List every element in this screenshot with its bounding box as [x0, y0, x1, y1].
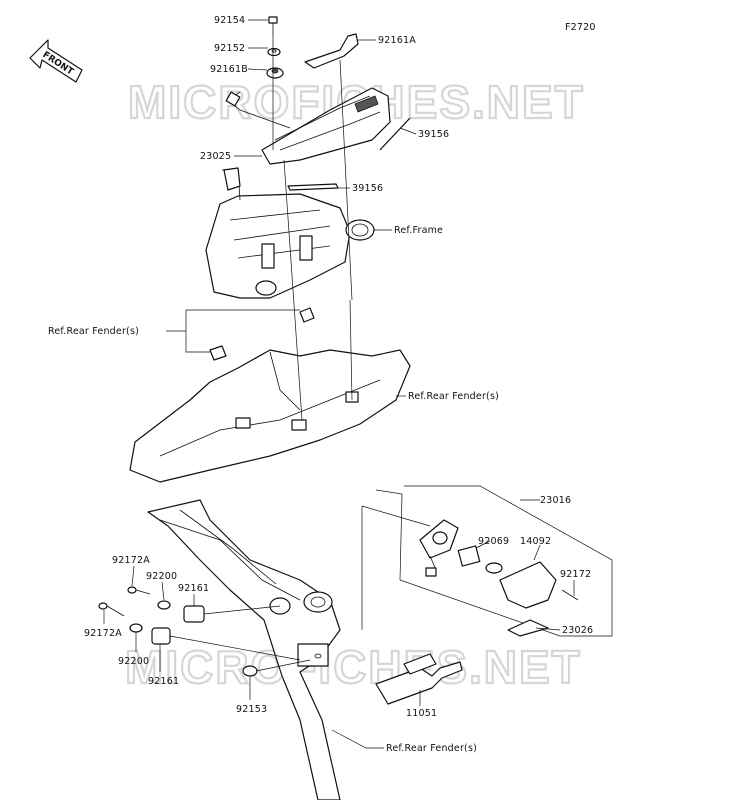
label-92172A-upper: 92172A — [112, 555, 150, 566]
pad-23026 — [507, 619, 549, 637]
label-23016: 23016 — [540, 495, 571, 506]
washer-92200-upper — [157, 600, 171, 610]
label-92153: 92153 — [236, 704, 267, 715]
label-92154: 92154 — [214, 15, 245, 26]
front-arrow-icon: FRONT — [29, 39, 83, 83]
label-92172A-lower: 92172A — [84, 628, 122, 639]
label-23026: 23026 — [562, 625, 593, 636]
label-92069: 92069 — [478, 536, 509, 547]
label-92200-upper: 92200 — [146, 571, 177, 582]
bolt-92172A-lower — [98, 602, 125, 617]
grommet-92161-lower — [151, 627, 171, 645]
lamp-group-box — [361, 485, 613, 637]
grommet-92161-upper — [183, 605, 205, 623]
lamp-housing — [419, 519, 459, 577]
bolt-92154 — [268, 16, 278, 36]
label-ref-rear-fender-bottom: Ref.Rear Fender(s) — [386, 743, 477, 754]
label-92161-lower: 92161 — [148, 676, 179, 687]
label-39156-upper: 39156 — [418, 129, 449, 140]
label-92161B: 92161B — [210, 64, 248, 75]
bulb — [485, 562, 503, 574]
strip-39156-upper — [379, 117, 411, 151]
label-ref-frame: Ref.Frame — [394, 225, 443, 236]
label-92200-lower: 92200 — [118, 656, 149, 667]
license-plate-bracket — [147, 499, 341, 800]
label-39156-lower: 39156 — [352, 183, 383, 194]
bolt-92172A-upper — [127, 586, 151, 595]
holder-11051 — [375, 653, 463, 705]
label-23025: 23025 — [200, 151, 231, 162]
rear-fender-panel — [129, 307, 411, 483]
watermark-bottom: MICROFICHES.NET — [125, 641, 582, 693]
screw-92172 — [561, 589, 579, 601]
label-ref-rear-fender-right: Ref.Rear Fender(s) — [408, 391, 499, 402]
label-11051: 11051 — [406, 708, 437, 719]
label-92172: 92172 — [560, 569, 591, 580]
label-92161A: 92161A — [378, 35, 416, 46]
socket-92069 — [457, 545, 481, 567]
figure-code: F2720 — [565, 22, 596, 33]
tail-cover-23025 — [225, 87, 391, 165]
label-14092: 14092 — [520, 536, 551, 547]
bracket-92161A — [304, 33, 359, 69]
grommet-92161B — [266, 67, 284, 79]
washer-92152 — [267, 47, 281, 57]
leader-lines — [103, 19, 575, 749]
strip-39156-lower — [287, 183, 339, 191]
washer-92200-lower — [129, 623, 143, 633]
label-92152: 92152 — [214, 43, 245, 54]
label-92161-upper: 92161 — [178, 583, 209, 594]
washer-92153 — [242, 665, 258, 677]
label-ref-rear-fender-left: Ref.Rear Fender(s) — [48, 326, 139, 337]
assembly-lines — [272, 36, 353, 421]
lens-14092 — [499, 561, 557, 609]
